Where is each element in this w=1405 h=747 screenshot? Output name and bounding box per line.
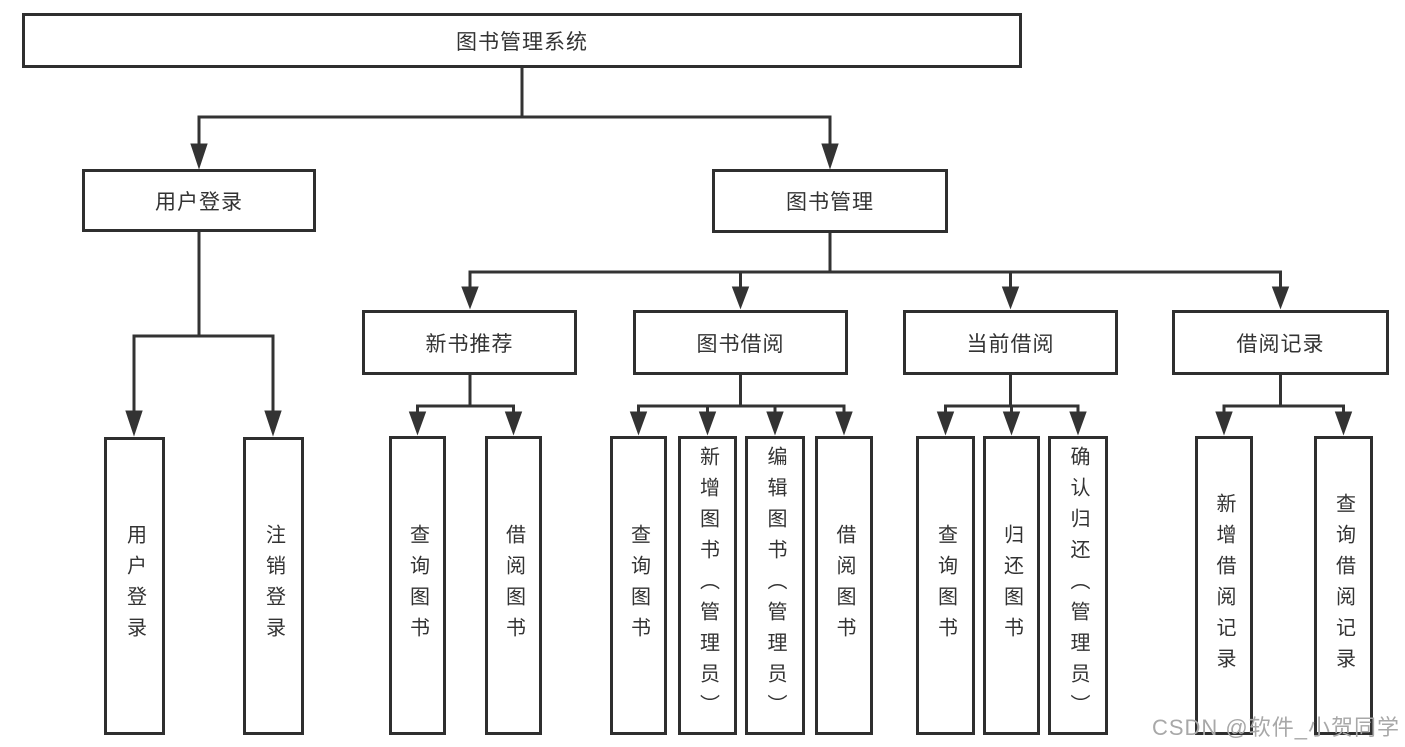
leaf-br-query-record: 查询借阅记录 [1314,436,1373,735]
leaf-cb-query-book: 查询图书 [916,436,975,735]
node-book-borrow-label: 图书借阅 [696,332,785,356]
leaf-cb-confirm-return-admin: 确认归还（管理员） [1048,436,1108,735]
leaf-nbr-query-book-label: 查询图书 [406,523,429,648]
leaf-nbr-borrow-book: 借阅图书 [485,436,542,735]
connector-current-borrow-to-leaves [936,375,1087,436]
watermark: CSDN @软件_小贺同学 [1151,715,1400,740]
leaf-cb-return-book: 归还图书 [983,436,1040,735]
leaf-cb-confirm-return-admin-label: 确认归还（管理员） [1067,446,1089,725]
leaf-br-add-record-label: 新增借阅记录 [1213,492,1235,679]
leaf-bb-query-book: 查询图书 [610,436,667,735]
connector-new-book-recommend-to-leaves [408,375,523,436]
leaf-cb-query-book-label: 查询图书 [934,523,957,648]
node-new-book-recommend-label: 新书推荐 [425,332,514,356]
connector-root-to-level2 [190,66,839,170]
connector-book-borrow-to-leaves [629,375,853,436]
leaf-bb-borrow-book-label: 借阅图书 [833,523,855,648]
leaf-bb-add-book-admin: 新增图书（管理员） [678,436,737,735]
node-current-borrow-label: 当前借阅 [966,332,1055,356]
leaf-bb-edit-book-admin-label: 编辑图书（管理员） [764,446,786,725]
connector-borrow-record-to-leaves [1215,375,1353,436]
leaf-cb-return-book-label: 归还图书 [1000,523,1023,648]
node-borrow-record: 借阅记录 [1172,310,1389,375]
leaf-bb-borrow-book: 借阅图书 [815,436,873,735]
node-new-book-recommend: 新书推荐 [362,310,577,375]
node-borrow-record-label: 借阅记录 [1236,332,1325,356]
leaf-bb-query-book-label: 查询图书 [627,523,650,648]
leaf-bb-edit-book-admin: 编辑图书（管理员） [745,436,805,735]
leaf-user-login: 用户登录 [104,437,165,735]
leaf-nbr-borrow-book-label: 借阅图书 [502,523,525,648]
leaf-logout-label: 注销登录 [262,524,285,648]
leaf-user-login-label: 用户登录 [123,524,146,648]
leaf-br-query-record-label: 查询借阅记录 [1332,492,1355,679]
leaf-bb-add-book-admin-label: 新增图书（管理员） [696,446,719,725]
leaf-br-add-record: 新增借阅记录 [1195,436,1253,735]
connector-book-management-to-level3 [461,233,1290,310]
leaf-nbr-query-book: 查询图书 [389,436,446,735]
node-user-login-label: 用户登录 [155,190,243,214]
node-book-management: 图书管理 [712,169,948,233]
node-current-borrow: 当前借阅 [903,310,1118,375]
node-book-management-label: 图书管理 [786,191,874,214]
node-root-label: 图书管理系统 [456,30,588,54]
node-book-borrow: 图书借阅 [633,310,848,375]
node-user-login: 用户登录 [82,169,316,232]
connector-user-login-to-leaves [125,232,282,437]
node-root: 图书管理系统 [22,13,1022,68]
leaf-logout: 注销登录 [243,437,304,735]
